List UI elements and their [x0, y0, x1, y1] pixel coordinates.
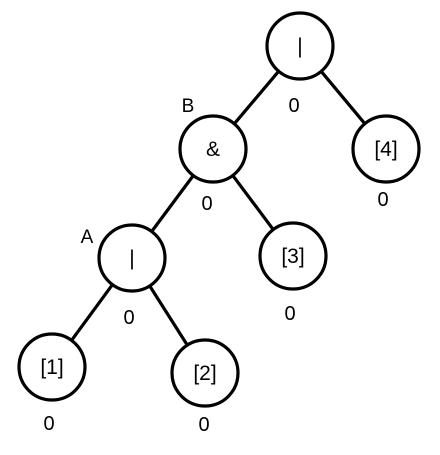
node-circle-root [265, 11, 335, 81]
edge-or-n1 [70, 283, 114, 342]
tree-node-n1: [1] 0 [17, 332, 87, 435]
edge-root-and [233, 70, 280, 125]
tree-node-root: |0 [265, 11, 335, 117]
node-circle-n1 [17, 332, 87, 402]
node-circle-n4 [351, 114, 421, 184]
node-label-or: | [129, 247, 134, 270]
node-tag-or: A [81, 227, 94, 248]
node-circle-or [97, 223, 167, 293]
node-value-n1: 0 [43, 413, 54, 435]
node-value-n3: 0 [284, 303, 295, 325]
node-value-n2: 0 [198, 414, 209, 436]
tree-node-n2: [2] 0 [170, 338, 240, 436]
tree-node-n3: [3] 0 [258, 221, 328, 325]
edge-or-n2 [148, 285, 189, 346]
node-label-n3: [3] [281, 245, 304, 268]
edge-root-n4 [319, 70, 367, 125]
tree-node-n4: [4] 0 [351, 114, 421, 211]
node-value-and: 0 [201, 193, 212, 215]
edge-and-or [150, 174, 195, 233]
tree-node-and: & 0 B [178, 96, 248, 215]
node-circle-n2 [170, 338, 240, 408]
node-value-root: 0 [288, 95, 299, 117]
node-label-and: & [206, 138, 220, 161]
node-value-n4: 0 [377, 189, 388, 211]
node-label-n1: [1] [40, 356, 63, 379]
node-tag-and: B [182, 96, 195, 117]
tree-node-or: | 0 A [81, 223, 167, 329]
node-label-n4: [4] [374, 138, 397, 161]
node-value-or: 0 [123, 307, 134, 329]
node-label-n2: [2] [193, 362, 216, 385]
node-circle-and [178, 114, 248, 184]
node-circle-n3 [258, 221, 328, 291]
edge-and-n3 [231, 174, 275, 231]
node-label-root: | [297, 35, 302, 58]
